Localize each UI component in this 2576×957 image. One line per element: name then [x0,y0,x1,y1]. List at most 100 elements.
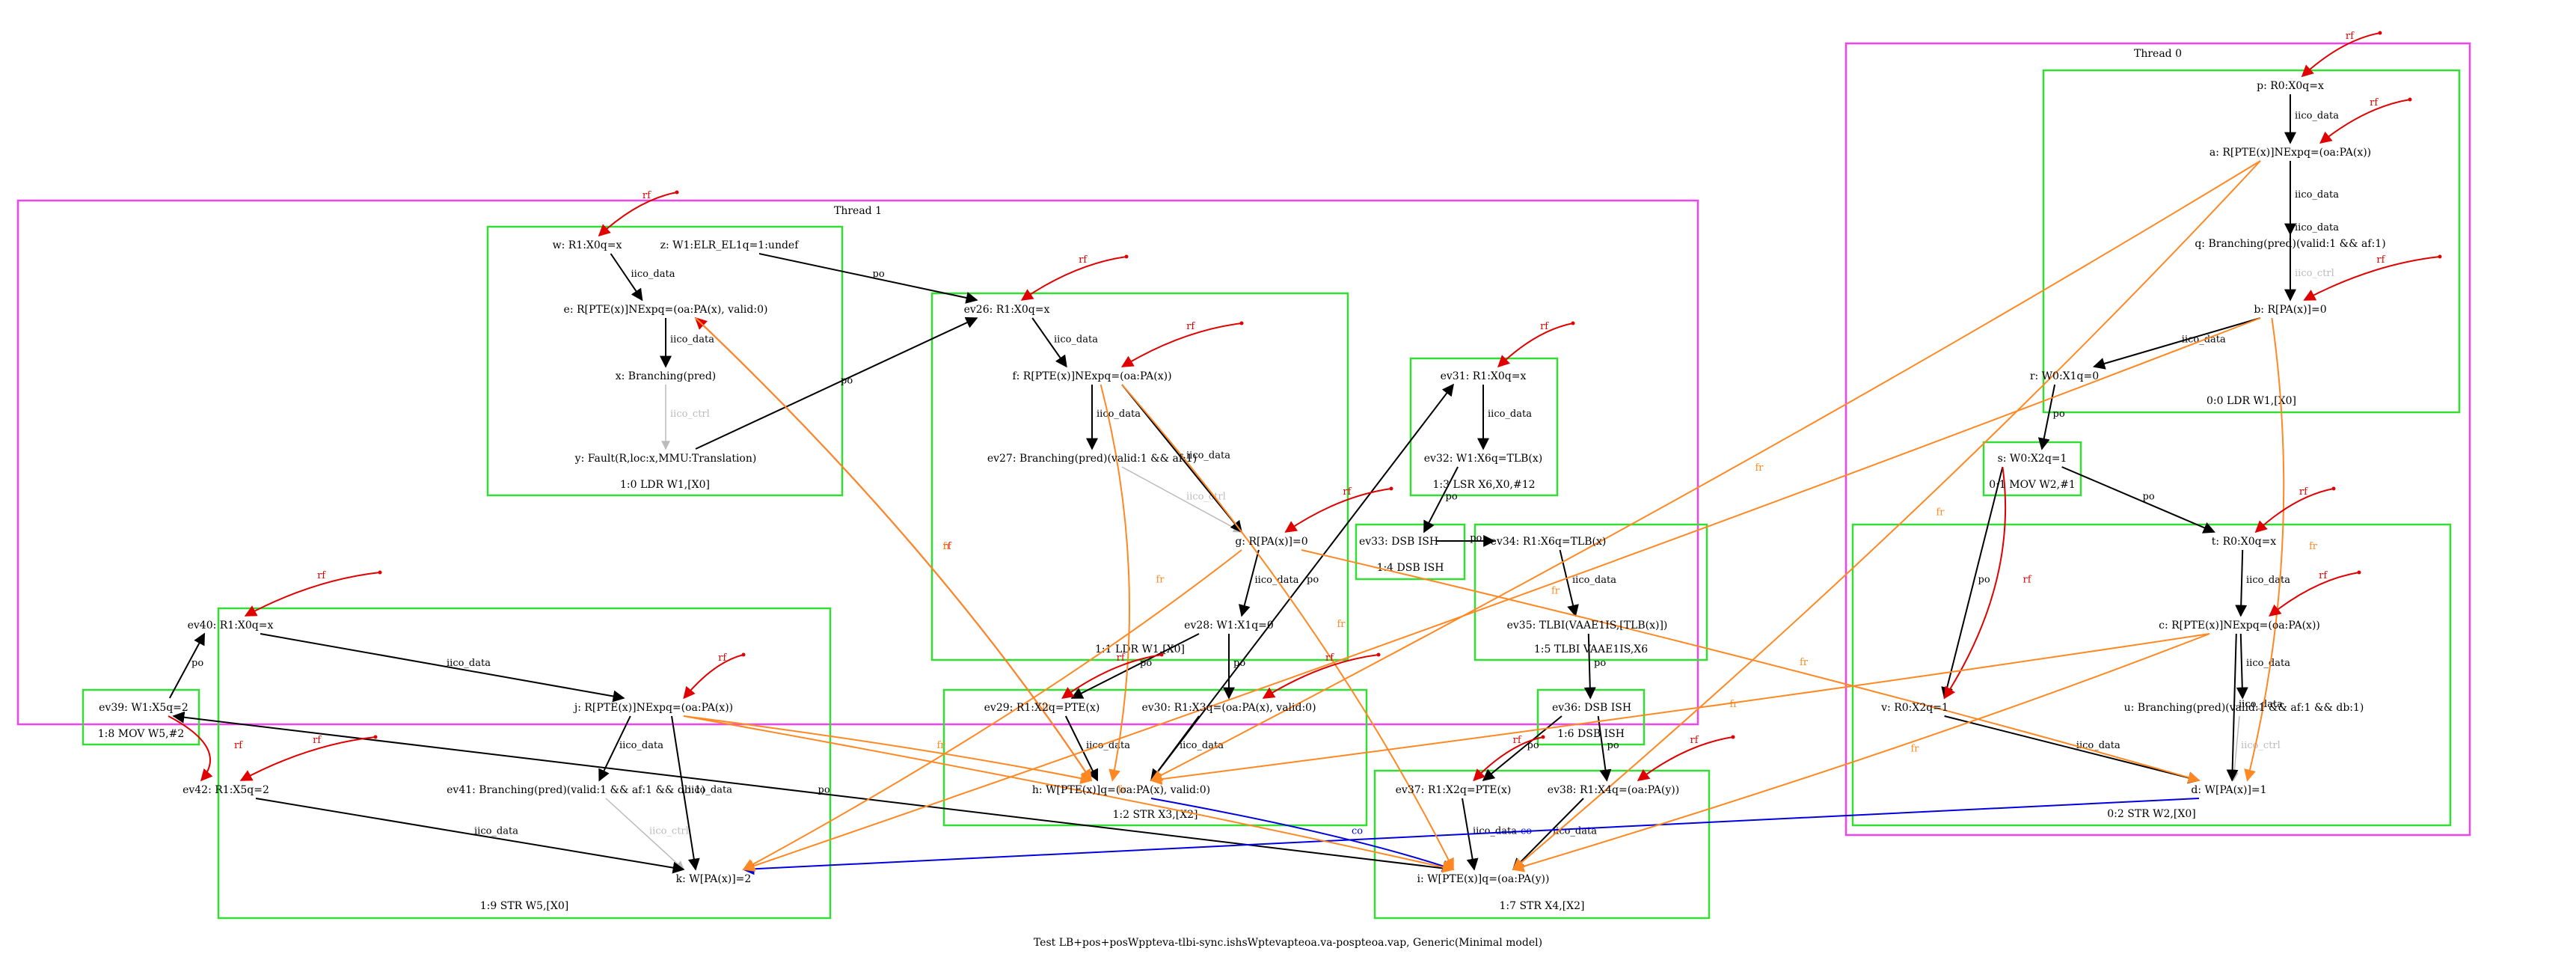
event-node-r: r: W0:X1q=0 [2030,370,2099,382]
edge-rf [1020,256,1127,301]
edge-label: rf [2376,254,2385,266]
edge-label: rf [718,652,727,664]
event-node-j: j: R[PTE(x)]NExpq=(oa:PA(x)) [573,702,733,714]
edge-iico-data [598,715,631,782]
event-node-b: b: R[PA(x)]=0 [2254,304,2326,316]
edge-label: iico_data [1097,409,1141,420]
init-write-point [741,652,746,657]
instruction-label: 0:1 MOV W2,#1 [1989,479,2076,491]
graph-caption: Test LB+pos+posWppteva-tlbi-sync.ishsWpt… [1034,937,1542,949]
edge-label: fr [943,541,952,552]
edge-label: rf [1513,735,1522,746]
edge-po [1583,633,1596,700]
edge-rf [2254,488,2334,533]
event-node-f: f: R[PTE(x)]NExpq=(oa:PA(x)) [1012,370,1171,382]
event-node-e: e: R[PTE(x)]NExpq=(oa:PA(x), valid:0) [564,304,768,316]
event-node-ev30: ev30: R1:X3q=(oa:PA(x), valid:0) [1141,702,1316,714]
edge-label: po [818,785,830,796]
edge-po [1482,715,1563,782]
edge-label: po [873,269,885,280]
edge-label: iico_data [2246,658,2290,669]
edge-iico-data [1559,549,1579,617]
init-write-point [378,570,382,575]
edge-fr [1100,384,1130,782]
edge-po [1150,383,1454,781]
init-write-point [1159,652,1164,657]
event-node-d: d: W[PA(x)]=1 [2191,784,2266,796]
edge-label: po [1978,575,1990,586]
edge-label: rf [313,735,322,746]
edge-fr [1512,633,2210,872]
edge-iico-data [2093,317,2261,370]
edge-label: iico_data [2295,189,2339,201]
edge-iico-data [610,253,643,302]
event-node-q: q: Branching(pred)(valid:1 && af:1) [2195,238,2385,250]
edge-label: rf [2023,575,2032,586]
init-write-point [675,190,679,195]
edge-fr [683,715,1093,784]
edge-iico-ctrl [1121,466,1243,533]
event-node-ev38: ev38: R1:X4q=(oa:PA(y)) [1548,784,1679,796]
edge-label: po [2143,492,2155,503]
instruction-label: 0:2 STR W2,[X0] [2107,808,2195,820]
edge-fr [742,549,1242,870]
edge-label: iico_data [631,269,675,280]
edge-fr [1150,160,2261,781]
edge-label: po [841,376,853,387]
event-node-ev41: ev41: Branching(pred)(valid:1 && af:1 &&… [447,784,705,796]
edge-label: rf [1343,486,1352,498]
edge-co [742,798,2200,875]
init-write-point [1731,735,1735,739]
edge-iico-data [1944,715,2201,784]
edge-po [2037,384,2056,450]
edge-label: iico_ctrl [2295,268,2334,279]
edge-iico-data [671,715,700,871]
edge-po [2061,466,2215,533]
edge-iico-data [2226,633,2239,782]
edge-iico-data [255,798,685,874]
event-node-ev27: ev27: Branching(pred)(valid:1 && af:1) [987,453,1197,465]
edge-label: rf [2299,486,2308,498]
edge-label: iico_data [474,826,518,837]
event-node-ev37: ev37: R1:X2q=PTE(x) [1396,784,1512,796]
event-node-ev32: ev32: W1:X6q=TLB(x) [1424,453,1543,465]
instruction-label: 1:0 LDR W1,[X0] [620,479,710,491]
instruction-cluster [2042,69,2461,414]
event-node-c: c: R[PTE(x)]NExpq=(oa:PA(x)) [2159,620,2320,632]
edge-label: fr [1156,575,1165,586]
instruction-label: 1:3 LSR X6,X0,#12 [1432,479,1535,491]
edge-label: iico_data [1572,575,1616,586]
init-write-point [1239,321,1244,325]
event-node-i: i: W[PTE(x)]q=(oa:PA(y)) [1417,873,1550,885]
edge-fr [1121,384,1454,871]
edge-label: iico_data [1473,826,1517,837]
edge-label: iico_data [2295,111,2339,122]
edge-iico-data [2235,549,2248,617]
edge-label: iico_ctrl [2241,740,2281,751]
edge-label: rf [1079,254,1088,266]
event-node-ev31: ev31: R1:X0q=x [1441,370,1527,382]
event-node-u: u: Branching(pred)(valid:1 && af:1 && db… [2124,702,2364,714]
instruction-label: 1:2 STR X3,[X2] [1112,809,1197,821]
event-node-ev26: ev26: R1:X0q=x [964,304,1050,316]
edge-po [1070,633,1200,699]
edge-rf [2319,99,2411,144]
instruction-label: 1:5 TLBI VAAE1IS,X6 [1534,643,1648,655]
instruction-cluster [82,688,200,746]
edge-rf [1120,322,1242,367]
edge-label: iico_data [2295,222,2339,233]
edge-label: rf [1690,735,1699,746]
edge-fr [1301,549,2201,783]
edge-label: fr [1337,619,1346,630]
edge-fr [695,317,1092,782]
event-node-z: z: W1:ELR_EL1q=1:undef [660,239,800,251]
instruction-cluster [1409,357,1559,497]
edge-rf [2301,32,2381,78]
edge-rf [598,192,678,237]
edge-fr [683,715,1455,873]
init-write-point [1124,254,1129,259]
edge-label: fr [1911,744,1920,755]
event-node-w: w: R1:X0q=x [553,239,622,251]
edge-label: iico_data [1186,450,1230,462]
thread-label: Thread 0 [2134,48,2182,60]
